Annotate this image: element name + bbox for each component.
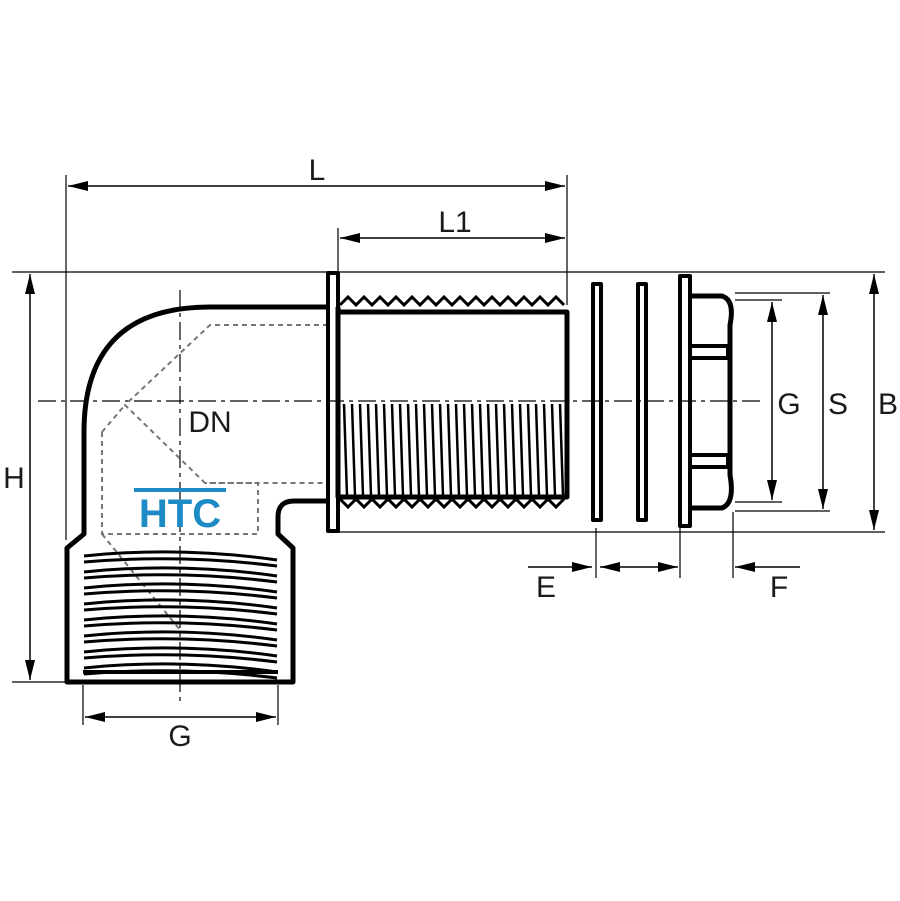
label-L: L: [309, 154, 326, 187]
female-thread: [83, 550, 278, 680]
label-L1: L1: [438, 206, 471, 239]
label-B: B: [878, 388, 898, 421]
label-E: E: [536, 571, 556, 604]
label-DN: DN: [188, 406, 231, 439]
hex-nut: [688, 293, 734, 511]
dimension-lines: [25, 181, 879, 722]
elbow-body: [64, 304, 328, 685]
washers: [591, 274, 692, 528]
dimension-labels: L L1 DN H G G S B E F: [3, 154, 898, 753]
label-G-right: G: [777, 388, 800, 421]
flange-and-spigot: [326, 271, 570, 533]
label-G-bottom: G: [168, 720, 191, 753]
label-H: H: [3, 462, 25, 495]
label-S: S: [828, 388, 848, 421]
brand-text: HTC: [139, 492, 221, 536]
label-F: F: [770, 571, 788, 604]
htc-logo: HTC: [134, 488, 226, 536]
extension-lines: [12, 175, 885, 725]
